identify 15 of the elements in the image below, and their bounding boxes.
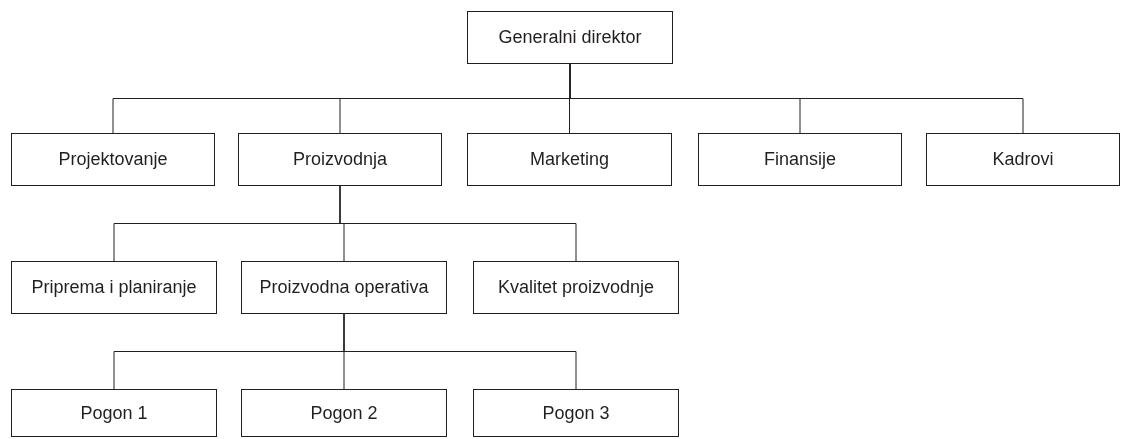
org-box: Proizvodnja: [238, 133, 442, 186]
org-box: Pogon 2: [241, 389, 447, 437]
org-box: Kadrovi: [926, 133, 1120, 186]
connector-line: [569, 63, 1024, 134]
org-box: Pogon 1: [11, 389, 217, 437]
org-box: Finansije: [698, 133, 902, 186]
org-box: Marketing: [467, 133, 672, 186]
org-box: Generalni direktor: [467, 11, 673, 64]
org-box: Proizvodna operativa: [241, 261, 447, 314]
connector-line: [343, 313, 577, 390]
org-box: Pogon 3: [473, 389, 679, 437]
org-box: Priprema i planiranje: [11, 261, 217, 314]
connector-line: [339, 185, 577, 262]
org-box: Projektovanje: [11, 133, 215, 186]
org-box: Kvalitet proizvodnje: [473, 261, 679, 314]
